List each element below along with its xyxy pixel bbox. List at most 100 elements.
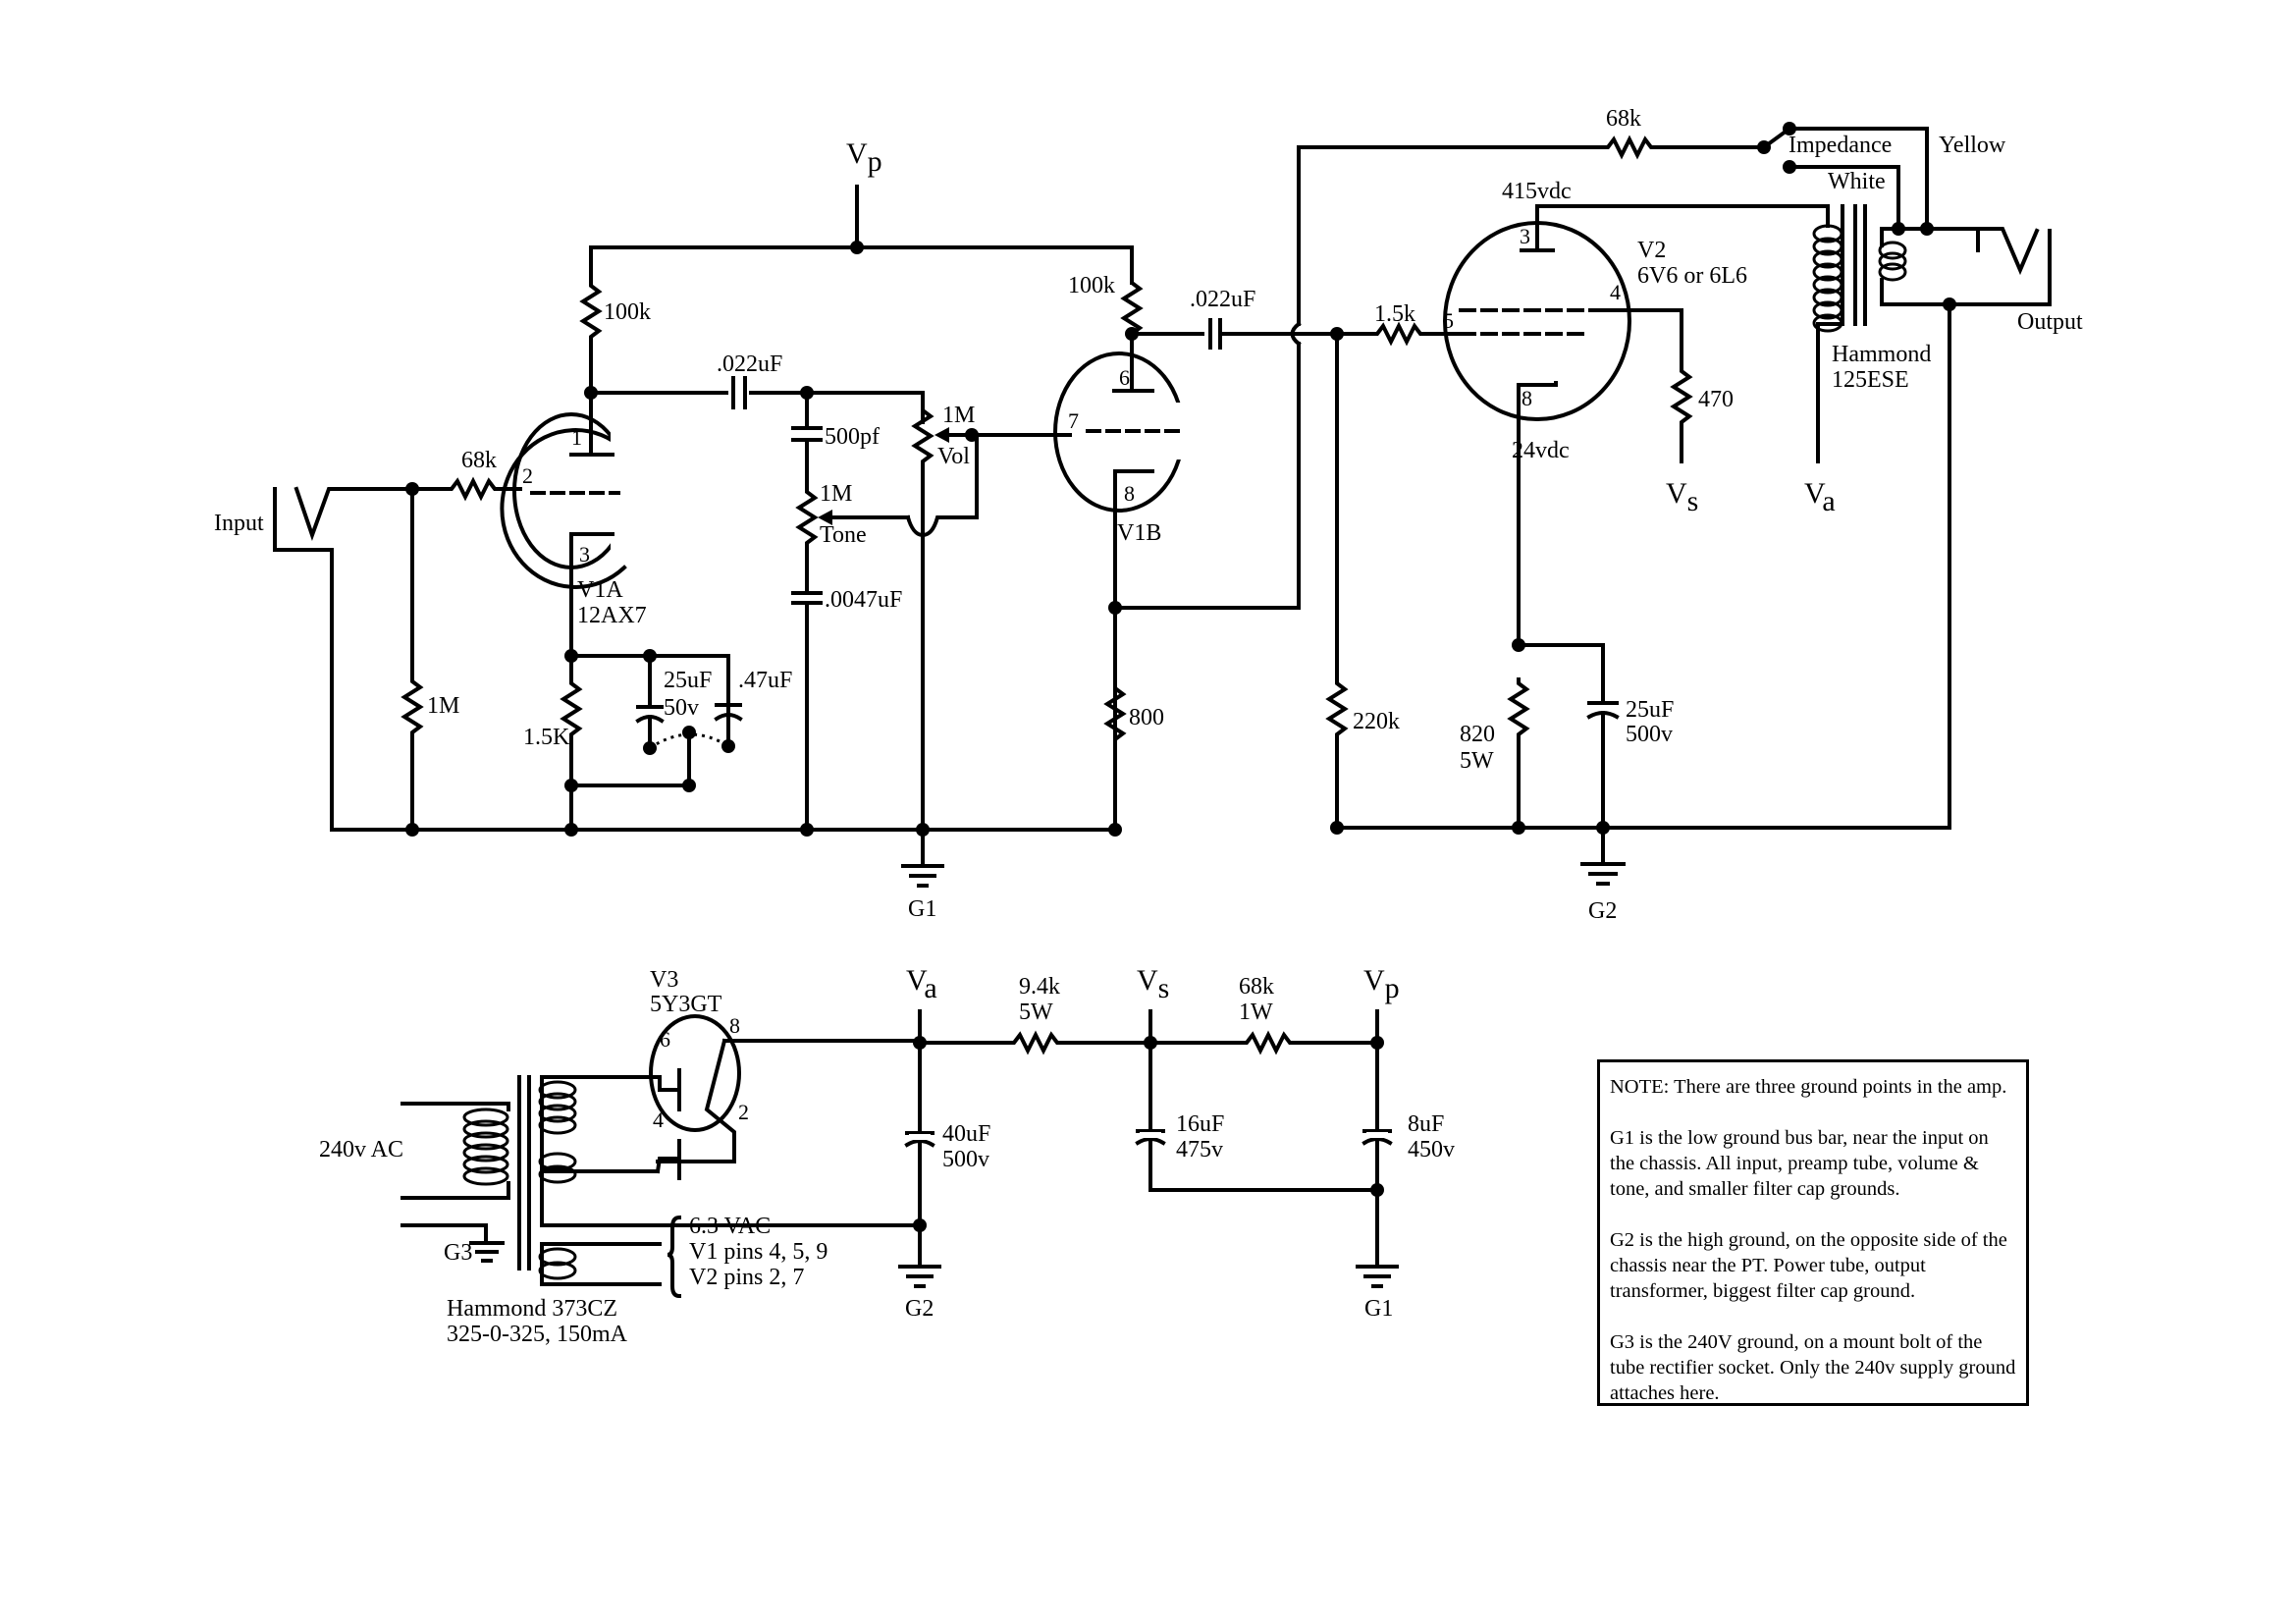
v1b-pin-8: 8 [1124,481,1135,506]
tone-pot-label: Tone [820,522,867,548]
pt-brand: Hammond 373CZ [447,1296,617,1322]
heater-line-1: 6.3 VAC [689,1214,771,1239]
v1a-cathode-resistor-label: 1.5K [523,725,570,750]
bypass-cap-1-voltage: 50v [664,695,699,721]
bypass-cap-1-label: 25uF [664,668,712,693]
v2-pin-3: 3 [1520,224,1530,248]
v1a-plate-resistor-label: 100k [604,299,651,325]
v2-pin-5: 5 [1443,308,1454,333]
dropping-resistor-2 [1237,1033,1304,1053]
feedback-resistor-label: 68k [1606,106,1641,132]
input-resistor-label: 68k [461,448,497,473]
v1b-plate-resistor-label: 100k [1068,273,1115,298]
v2-cathode-resistor-label: 820 [1460,722,1495,747]
v1a-pin-1: 1 [571,425,582,450]
input-jack[interactable]: Input [214,486,404,832]
heater-line-2: V1 pins 4, 5, 9 [689,1239,828,1265]
note-paragraph-g2: G2 is the high ground, on the opposite s… [1610,1229,2007,1302]
note-paragraph-g1: G1 is the low ground bus bar, near the i… [1610,1127,1989,1200]
filter-cap-3-label: 8uF [1408,1111,1444,1137]
v1a-pin-3: 3 [579,542,590,567]
vp-node-label: Vp [1363,964,1400,1004]
dropping-resistor-1-power: 5W [1019,1000,1053,1025]
ground-g3-label: G3 [444,1240,472,1266]
filter-cap-3-voltage: 450v [1408,1137,1455,1162]
grid-leak-resistor [402,674,422,740]
tone-cap-top-label: 500pf [825,424,880,450]
v3-rectifier-tube: V3 5Y3GT 6 4 8 2 [648,967,922,1180]
tone-cap-bottom-label: .0047uF [825,587,902,613]
ground-notes-box: NOTE: There are three ground points in t… [1597,1059,2029,1406]
v3-pin-4: 4 [653,1108,664,1132]
v1a-pin-2: 2 [522,463,533,488]
filter-cap-1-label: 40uF [942,1121,990,1147]
heater-line-3: V2 pins 2, 7 [689,1265,804,1290]
pt-rating: 325-0-325, 150mA [447,1322,628,1347]
dropping-resistor-2-label: 68k [1239,974,1274,1000]
coupling-cap-2-label: .022uF [1190,287,1255,312]
grid-stopper-resistor [1367,324,1434,344]
output-label: Output [2017,309,2083,335]
power-supply-section: 240v AC G3 Hammond 37 [319,964,1455,1347]
v2-type: 6V6 or 6L6 [1637,263,1747,289]
v3-type: 5Y3GT [650,992,722,1017]
v3-pin-6: 6 [660,1027,670,1052]
output-transformer: Va Hammond 125ESE [1804,204,2052,517]
v1a-label: V1A [577,577,623,603]
ground-g2-supply-symbol [898,1265,941,1288]
tone-pot[interactable] [797,484,817,551]
grid-stopper-label: 1.5k [1374,301,1415,327]
preamp-section: Vp 100k .022uF 1 2 3 V1A [214,137,1301,922]
v3-pin-2: 2 [738,1100,749,1124]
v3-label: V3 [650,967,678,993]
ground-g1-label: G1 [908,896,936,922]
screen-resistor-label: 470 [1698,387,1734,412]
note-paragraph-g3: G3 is the 240V ground, on a mount bolt o… [1610,1331,2016,1404]
bypass-cap-2-label: .47uF [738,668,792,693]
filter-cap-1-voltage: 500v [942,1147,989,1172]
dropping-resistor-1-label: 9.4k [1019,974,1060,1000]
tap-white-label: White [1828,169,1886,194]
mains-label: 240v AC [319,1137,403,1162]
v2-cathode-cap-voltage: 500v [1626,722,1673,747]
v2-pin-8: 8 [1522,386,1532,410]
coupling-cap-1-label: .022uF [717,351,782,377]
input-resistor [442,479,508,499]
ground-g2-symbol [1580,826,1626,886]
screen-resistor [1672,363,1691,430]
v2-cathode-resistor-power: 5W [1460,748,1494,774]
v1a-type: 12AX7 [577,603,647,628]
ground-g1-symbol [901,828,944,888]
v2-cathode-cap-label: 25uF [1626,697,1674,723]
v1a-tube: 1 2 3 V1A 12AX7 [500,391,647,630]
ground-g1-supply-label: G1 [1364,1296,1393,1322]
grid-resistor-label: 220k [1353,709,1400,734]
v2-cathode-resistor [1509,676,1528,742]
vs-node-label: Vs [1137,964,1169,1004]
vp-rail-label: Vp [846,137,882,178]
grid-resistor [1327,676,1347,742]
screen-supply-label: Vs [1666,477,1698,517]
v1a-plate-resistor [581,278,601,345]
ground-g1-supply-symbol [1356,1265,1399,1288]
volume-pot-value: 1M [942,403,975,428]
volume-pot-label: Vol [937,444,970,469]
ot-model: 125ESE [1832,367,1909,393]
v1b-pin-6: 6 [1119,365,1130,390]
v2-pin-4: 4 [1610,280,1621,304]
output-jack[interactable]: Output [1976,227,2083,335]
v1b-pin-7: 7 [1068,408,1079,433]
v1b-tube: 6 7 8 V1B [1046,332,1196,832]
ground-g2-supply-label: G2 [905,1296,934,1322]
v3-pin-8: 8 [729,1013,740,1038]
filter-cap-2-label: 16uF [1176,1111,1224,1137]
v2-cathode-voltage: 24vdc [1512,438,1570,463]
ot-brand: Hammond [1832,342,1931,367]
power-amp-section: 68k Impedance Yellow White 1.5k 220k 415… [1279,106,2083,924]
impedance-switch-label: Impedance [1789,133,1892,158]
feedback-resistor [1598,137,1665,157]
ground-g2-label: G2 [1588,898,1617,924]
va-plate-supply-label: Va [1804,477,1836,517]
v2-label: V2 [1637,238,1666,263]
